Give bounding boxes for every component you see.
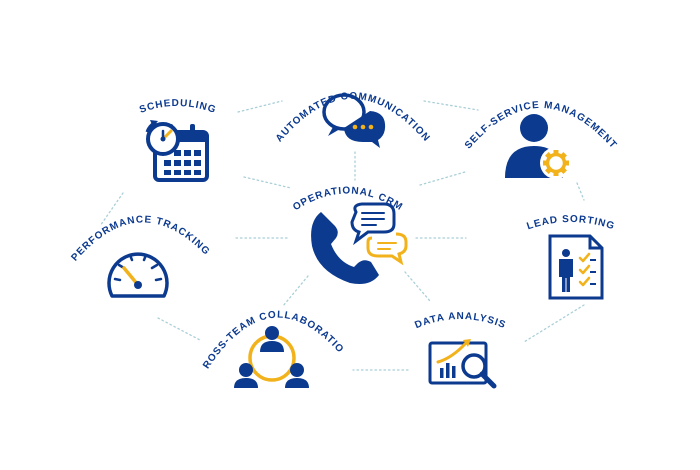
connectors xyxy=(99,100,585,371)
label-lead-sorting: LEAD SORTING xyxy=(526,214,617,232)
phone-chat-icon xyxy=(311,202,408,284)
label-data-analysis: DATA ANALYSIS xyxy=(413,311,507,331)
user-gear-icon xyxy=(505,114,572,179)
chat-bubble-icon xyxy=(322,93,386,148)
chart-magnifier-icon xyxy=(428,339,497,389)
team-cycle-icon xyxy=(234,326,309,388)
document-checklist-icon xyxy=(548,234,604,300)
label-cross-team-collaboration: CROSS-TEAM COLLABORATION xyxy=(0,0,346,371)
node-labels: SCHEDULING AUTOMATED COMMUNICATION SELF-… xyxy=(0,0,618,371)
calendar-clock-icon xyxy=(145,120,209,182)
speedometer-icon xyxy=(107,252,169,298)
label-scheduling: SCHEDULING xyxy=(138,98,218,116)
